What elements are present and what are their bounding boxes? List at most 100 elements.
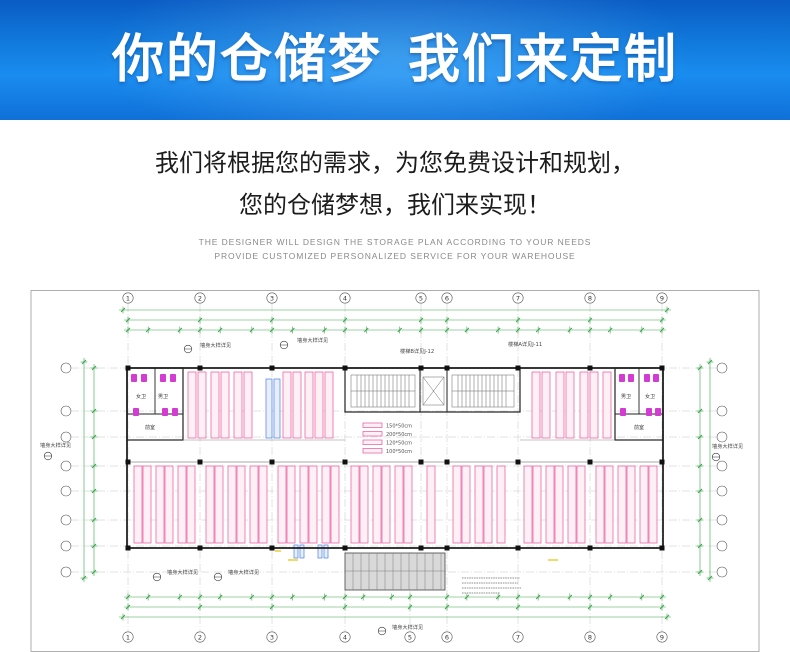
dimension-tick (269, 604, 275, 610)
rack (532, 465, 542, 544)
column (269, 545, 275, 551)
rack (227, 465, 237, 544)
grid-bubble-top (194, 292, 206, 304)
dimension-tick (91, 517, 97, 523)
rack (617, 465, 627, 544)
rack (626, 465, 636, 544)
grid-bubble-left (60, 362, 72, 374)
dimension-tick (607, 327, 613, 333)
grid-bubble-top (339, 292, 351, 304)
dimension-tick (91, 408, 97, 414)
grid-bubble-top (584, 292, 596, 304)
rack-blue (317, 544, 323, 559)
rack (565, 371, 575, 439)
dimension-tick (515, 604, 521, 610)
rack (277, 465, 287, 544)
dimension-lines (80, 306, 714, 621)
grid-label-top: 1 (126, 294, 130, 302)
grid-label-top: 5 (419, 294, 423, 302)
rack (523, 465, 533, 544)
rack (214, 465, 224, 544)
rack (314, 371, 324, 439)
legend-swatch (362, 422, 383, 428)
stair-note: 楼梯B详见J-12 (400, 347, 434, 355)
entrance-stair (344, 552, 446, 591)
column (587, 459, 593, 465)
grid-bubble-top (441, 292, 453, 304)
grid-bubble-left (60, 540, 72, 552)
column (659, 365, 665, 371)
rack-blue (265, 378, 273, 439)
dimension-tick (120, 614, 126, 620)
rack (541, 371, 551, 439)
grid-label-bottom: 4 (343, 633, 347, 641)
stair-note: 楼梯A详见J-11 (508, 340, 542, 348)
rack (186, 465, 196, 544)
dimension-tick (269, 327, 275, 333)
legend-swatch (362, 431, 383, 437)
grid-bubble-left (60, 514, 72, 526)
dimension-tick (407, 594, 413, 600)
rack (579, 371, 589, 439)
dimension-tick (567, 594, 573, 600)
rack (554, 465, 564, 544)
dimension-tick (587, 317, 593, 323)
grid-label-bottom: 7 (516, 633, 520, 641)
grid-bubble-right (716, 514, 728, 526)
legend-label: 200*50cm (386, 432, 412, 438)
dimension-tick (697, 569, 703, 575)
rack (142, 465, 152, 544)
rack (330, 465, 340, 544)
grid-bubble-bottom (339, 631, 351, 643)
dimension-tick (495, 327, 501, 333)
dimension-tick (639, 594, 645, 600)
rack (324, 371, 334, 439)
rack (243, 371, 253, 439)
grid-bubble-left (60, 431, 72, 443)
column (515, 459, 521, 465)
dimension-tick (515, 594, 521, 600)
dimension-tick (697, 543, 703, 549)
column (587, 545, 593, 551)
grid-bubble-left (60, 566, 72, 578)
dimension-tick (607, 594, 613, 600)
rack-blue (273, 378, 281, 439)
rack (496, 465, 506, 544)
legend-swatch (362, 448, 383, 454)
rack (236, 465, 246, 544)
dimension-tick (389, 594, 395, 600)
toilet-fixture (628, 374, 634, 382)
grid-bubble-top (122, 292, 134, 304)
column (342, 545, 348, 551)
dimension-tick (197, 604, 203, 610)
rack (321, 465, 331, 544)
column (342, 365, 348, 371)
toilet-fixtures (131, 374, 661, 416)
grid-bubble-bottom (441, 631, 453, 643)
rack (394, 465, 404, 544)
grid-bubble-right (716, 362, 728, 374)
banner-title: 你的仓储梦我们来定制 (0, 28, 790, 92)
grid-bubble-top (415, 292, 427, 304)
dimension-tick (91, 434, 97, 440)
dimension-tick (515, 317, 521, 323)
dimension-tick (342, 317, 348, 323)
dimension-tick (249, 594, 255, 600)
wall-detail-callout: 墙身大样详见 (297, 336, 328, 344)
dimension-tick (659, 327, 665, 333)
rack (639, 465, 649, 544)
dimension-tick (659, 317, 665, 323)
grid-label-bottom: 5 (408, 633, 412, 641)
room-label: 女卫 (136, 393, 146, 400)
dimension-tick (444, 604, 450, 610)
rack (177, 465, 187, 544)
rack (555, 371, 565, 439)
legend-label: 150*50cm (386, 423, 412, 429)
wall-detail-callout: 墙身大样详见 (712, 442, 743, 450)
grid-label-top: 4 (343, 294, 347, 302)
dimension-tick (91, 569, 97, 575)
dimension-tick (125, 594, 131, 600)
grid-bubble-top (266, 292, 278, 304)
dimension-tick (697, 365, 703, 371)
dimension-tick (197, 594, 203, 600)
